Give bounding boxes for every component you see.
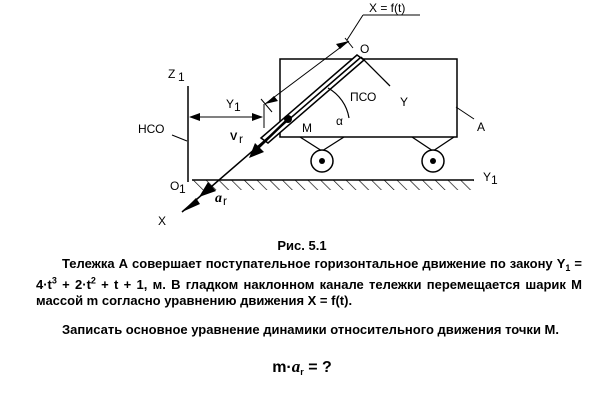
x-dimension-ext-m [260, 98, 273, 113]
origin-O1-sub-label: 1 [179, 182, 186, 196]
p1-text-end: В гладком наклонном канале тележки перем… [36, 276, 582, 309]
origin-O-label: O [360, 42, 369, 56]
x-law-leader [346, 14, 364, 41]
z1-label: Z [168, 67, 175, 81]
pso-y-axis [360, 56, 391, 87]
law-variable: Y [556, 256, 566, 271]
origin-O1-label: O [170, 179, 179, 193]
x-dimension-arrow-bottom [265, 96, 278, 104]
problem-paragraph-2: Записать основное уравнение динамики отн… [62, 322, 559, 337]
nso-label: НСО [138, 122, 164, 136]
ball-M-label: M [302, 121, 312, 135]
question-acceleration: a [291, 357, 301, 376]
ar-arrowhead [199, 182, 216, 197]
mechanics-figure: X = f(t) O Z 1 Y 1 ПСО Y A НСО V r M α O… [138, 1, 498, 228]
problem-paragraph-1: Тележка А совершает поступательное гориз… [36, 256, 582, 310]
p1-text-start: Тележка А совершает поступательное гориз… [62, 256, 557, 271]
pso-y-label: Y [400, 95, 408, 109]
y1-axis-sub-label: 1 [491, 173, 498, 187]
law-variable-sub: 1 [565, 263, 571, 273]
question-rhs: = ? [303, 359, 332, 376]
question-lhs: m· [272, 359, 292, 376]
x-law-label: X = f(t) [369, 1, 405, 15]
vr-sub-label: r [239, 132, 243, 146]
cart-A-label: A [477, 120, 485, 134]
x-dimension-ext-o [344, 37, 354, 49]
y1-dimension-arrow-left [189, 113, 200, 121]
law-equation-end: + t + 1, м. [95, 276, 166, 292]
ar-label: a [215, 191, 222, 206]
alpha-label: α [336, 114, 343, 128]
law-equation-mid: + 2·t [56, 276, 91, 292]
ar-sub-label: r [223, 194, 227, 208]
a-leader [455, 106, 475, 120]
vr-label: V [230, 131, 238, 143]
x-dimension-line [264, 40, 350, 105]
question-equation: m·ar = ? [0, 357, 604, 377]
law-exponent-2: 2 [90, 275, 96, 286]
y1-dimension-label: Y [226, 97, 234, 111]
question-acceleration-sub: r [300, 367, 304, 377]
law-equation-start: = 4·t [36, 256, 582, 292]
y1-dimension-sub-label: 1 [234, 100, 241, 114]
vr-vector [255, 118, 289, 151]
y1-dimension-arrow-right [252, 113, 263, 121]
wheel-left [299, 136, 345, 173]
figure-caption: Рис. 5.1 [277, 238, 327, 253]
wheel-right [411, 136, 455, 173]
pso-label: ПСО [350, 90, 376, 104]
nso-leader [171, 134, 188, 142]
x-axis-label: X [158, 214, 166, 228]
x-dimension-arrow-top [336, 41, 349, 49]
z1-sub-label: 1 [178, 70, 185, 84]
law-exponent-3: 3 [51, 275, 57, 286]
x-axis-arrowhead [182, 198, 200, 212]
vr-arrowhead [249, 143, 264, 158]
alpha-arc [327, 87, 350, 119]
ground-hatching [192, 180, 474, 190]
y1-axis-label: Y [483, 170, 491, 184]
